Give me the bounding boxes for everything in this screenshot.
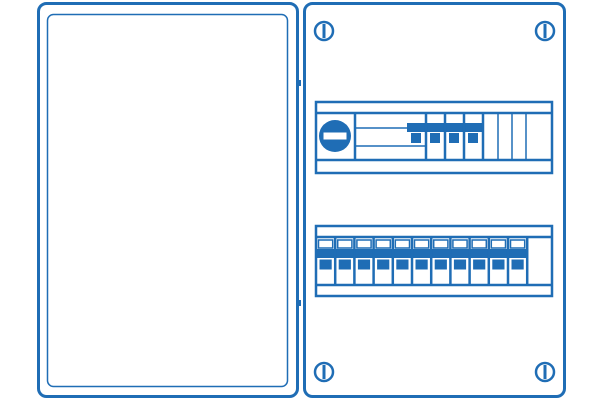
screw-head (313, 361, 335, 383)
breaker-label-window (471, 239, 488, 249)
circuit-breaker (490, 237, 510, 285)
breaker-label-window (413, 239, 430, 249)
circuit-breaker (432, 237, 452, 285)
screw-icon (534, 20, 556, 42)
circuit-breaker (375, 237, 395, 285)
breaker-label-window (432, 239, 449, 249)
door-outer-frame (37, 2, 299, 398)
breaker-switch (449, 133, 459, 143)
breaker-switch (411, 133, 421, 143)
circuit-breaker (317, 237, 337, 285)
breaker-switch (430, 133, 440, 143)
screw-icon (313, 20, 335, 42)
breaker-toggle-bar (316, 249, 529, 258)
door-inner-panel (46, 13, 289, 388)
panel-door (37, 2, 301, 398)
breaker-label-window (356, 239, 372, 249)
rail-frame (314, 224, 554, 298)
breaker-switch (395, 258, 410, 271)
breaker-switch (468, 133, 478, 143)
main-switch-slot (322, 131, 348, 141)
screw-slot (543, 24, 547, 38)
breaker-switch (491, 258, 506, 271)
screw-slot (322, 24, 326, 38)
circuit-breaker (471, 237, 491, 285)
cabinet-frame (303, 2, 566, 398)
circuit-breaker (452, 237, 471, 285)
screw-icon (534, 361, 556, 383)
screw-head (313, 20, 335, 42)
lower-din-rail (314, 224, 554, 298)
circuit-breaker (394, 237, 414, 285)
breaker-switch (318, 258, 333, 271)
breaker-switch (510, 258, 525, 271)
circuit-breaker (413, 237, 433, 285)
breaker-switch (356, 258, 372, 271)
breaker-label-window (317, 239, 334, 249)
circuit-breaker (356, 237, 375, 285)
rail-frame (314, 100, 554, 175)
door-hinge (297, 300, 301, 306)
screw-slot (543, 365, 547, 379)
breaker-label-window (509, 239, 526, 249)
breaker-switch (472, 258, 487, 271)
screw-head (534, 361, 556, 383)
breaker-label-window (452, 239, 468, 249)
screw-slot (322, 365, 326, 379)
breaker-label-window (375, 239, 392, 249)
breaker-label-window (336, 239, 353, 249)
breaker-switch (452, 258, 468, 271)
breaker-switch (376, 258, 391, 271)
breaker-switch (337, 258, 352, 271)
breaker-label-window (394, 239, 411, 249)
breaker-switch (433, 258, 448, 271)
circuit-breaker (336, 237, 356, 285)
breaker-switch (414, 258, 429, 271)
breaker-label-window (490, 239, 507, 249)
panel-cabinet (303, 2, 566, 398)
screw-head (534, 20, 556, 42)
screw-icon (313, 361, 335, 383)
circuit-breaker (509, 237, 529, 285)
door-hinge (297, 80, 301, 86)
upper-din-rail (314, 100, 554, 175)
